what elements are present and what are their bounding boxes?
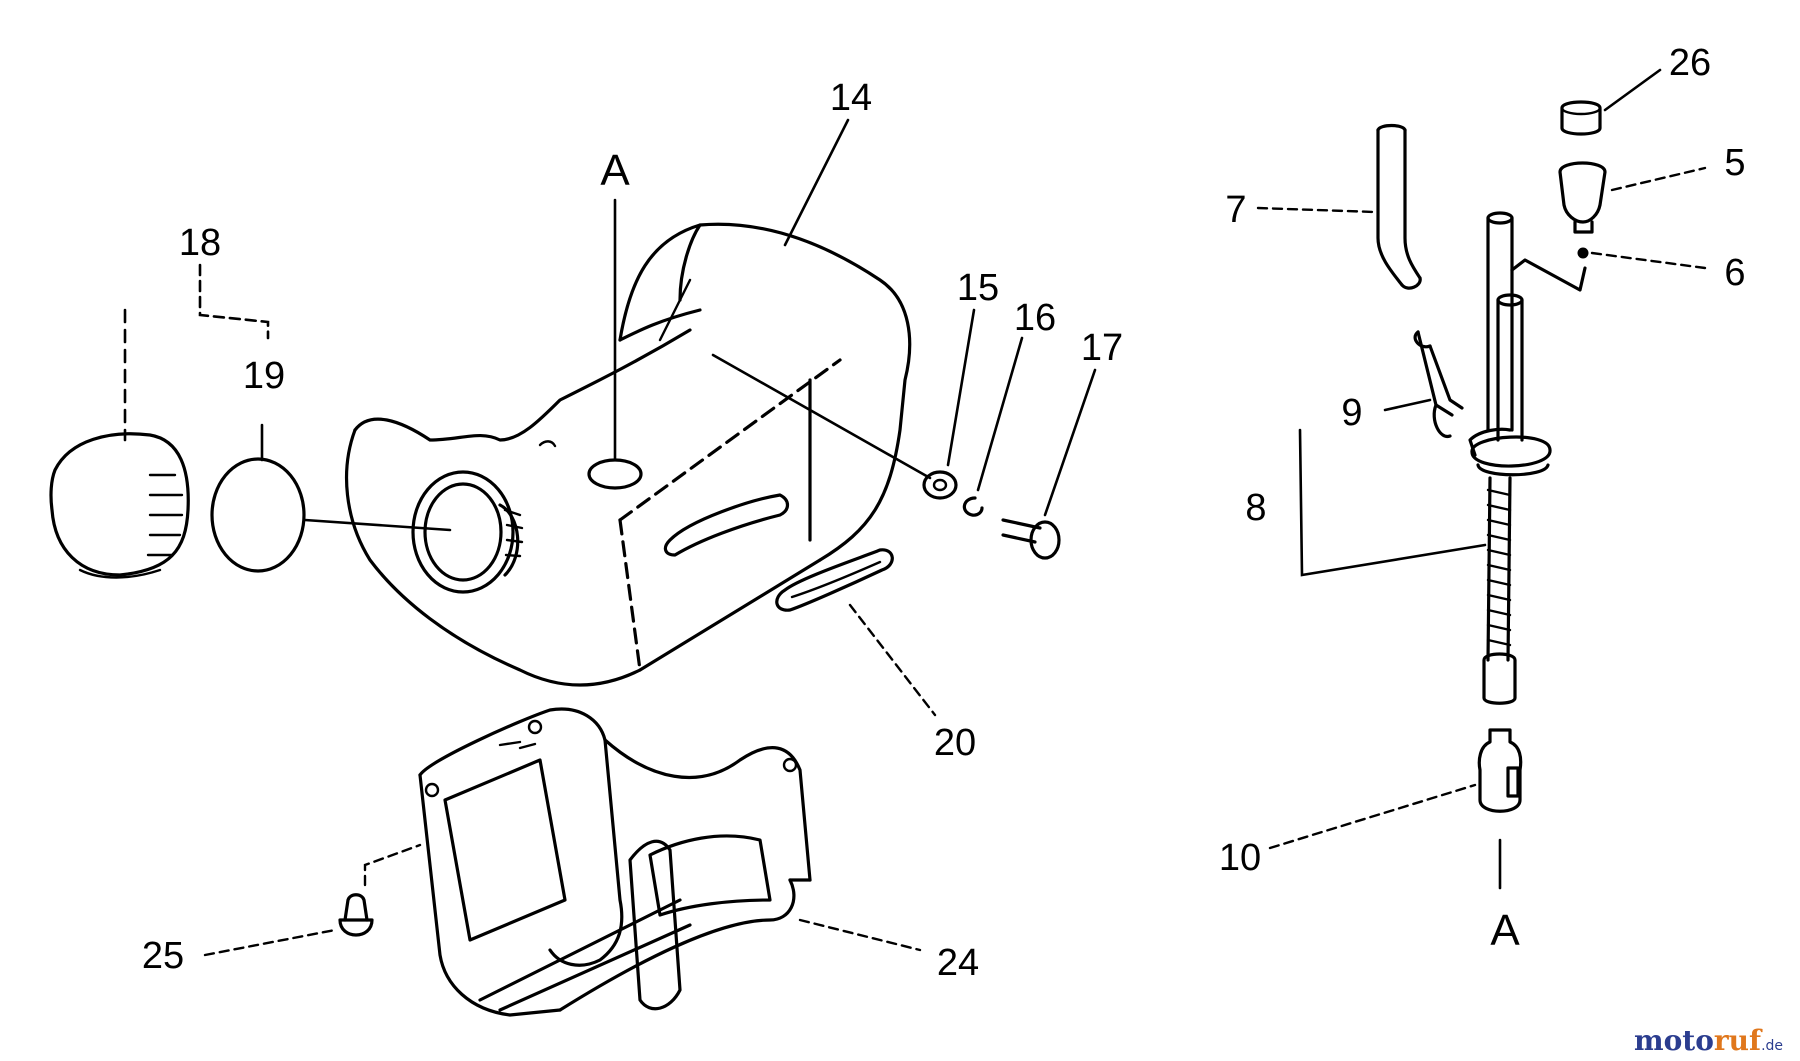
leader-7 (1256, 206, 1377, 214)
leader-17 (1043, 368, 1097, 517)
callout-a-top: A (600, 146, 630, 195)
leader-tank-15 (711, 353, 932, 480)
callout-10: 10 (1219, 837, 1261, 879)
callout-26: 26 (1669, 42, 1711, 84)
return-pipe-7[interactable] (1376, 123, 1422, 290)
grommet-25[interactable] (338, 893, 374, 937)
callout-8: 8 (1245, 487, 1266, 529)
hose-9[interactable] (1413, 330, 1464, 439)
watermark-part2: ruf (1714, 1024, 1763, 1057)
callout-25: 25 (142, 935, 184, 977)
bracket-8 (1298, 428, 1487, 577)
callout-9: 9 (1341, 392, 1362, 434)
callout-18: 18 (179, 222, 221, 264)
callout-5: 5 (1724, 142, 1745, 184)
leader-25 (203, 928, 337, 957)
fuel-tank[interactable] (345, 222, 912, 687)
filter-5[interactable] (1558, 161, 1607, 234)
rubber-strip-20[interactable] (775, 548, 894, 612)
callout-20: 20 (934, 722, 976, 764)
callout-16: 16 (1014, 297, 1056, 339)
leader-20 (848, 603, 937, 717)
watermark-part1: moto (1634, 1024, 1714, 1057)
leader-15 (946, 308, 976, 467)
callout-6: 6 (1724, 252, 1745, 294)
leader-6 (1590, 251, 1707, 270)
callout-19: 19 (243, 355, 285, 397)
leader-10 (1268, 783, 1477, 850)
leader-26 (1603, 68, 1662, 112)
callout-15: 15 (957, 267, 999, 309)
leader-5 (1610, 166, 1707, 192)
leader-cap-neck (303, 518, 452, 532)
bolt-17[interactable] (1001, 518, 1061, 560)
cap-gasket[interactable] (210, 457, 306, 573)
bracket-18-19 (198, 263, 270, 340)
svg-text:motoruf.de: motoruf.de (1634, 1024, 1783, 1057)
callout-24: 24 (937, 942, 979, 984)
washer-15[interactable] (922, 470, 958, 500)
watermark-suffix: .de (1761, 1038, 1783, 1054)
filter-weight-10[interactable] (1477, 728, 1523, 813)
fuel-cap[interactable] (49, 432, 190, 579)
leader-9 (1383, 398, 1432, 412)
leader-16 (976, 336, 1024, 492)
fuel-pickup-8[interactable] (1468, 211, 1587, 705)
washer-16[interactable] (962, 496, 984, 517)
callout-a-bottom: A (1490, 906, 1520, 955)
callout-17: 17 (1081, 327, 1123, 369)
orifice-6[interactable] (1577, 247, 1589, 259)
tank-frame-24[interactable] (418, 707, 812, 1017)
cap-26[interactable] (1560, 100, 1602, 136)
leader-25-frame (363, 843, 422, 887)
leader-24 (798, 918, 922, 952)
callout-14: 14 (830, 77, 872, 119)
callout-7: 7 (1225, 189, 1246, 231)
leader-14 (783, 118, 850, 247)
watermark-logo: motoruf.de (1634, 1024, 1783, 1057)
